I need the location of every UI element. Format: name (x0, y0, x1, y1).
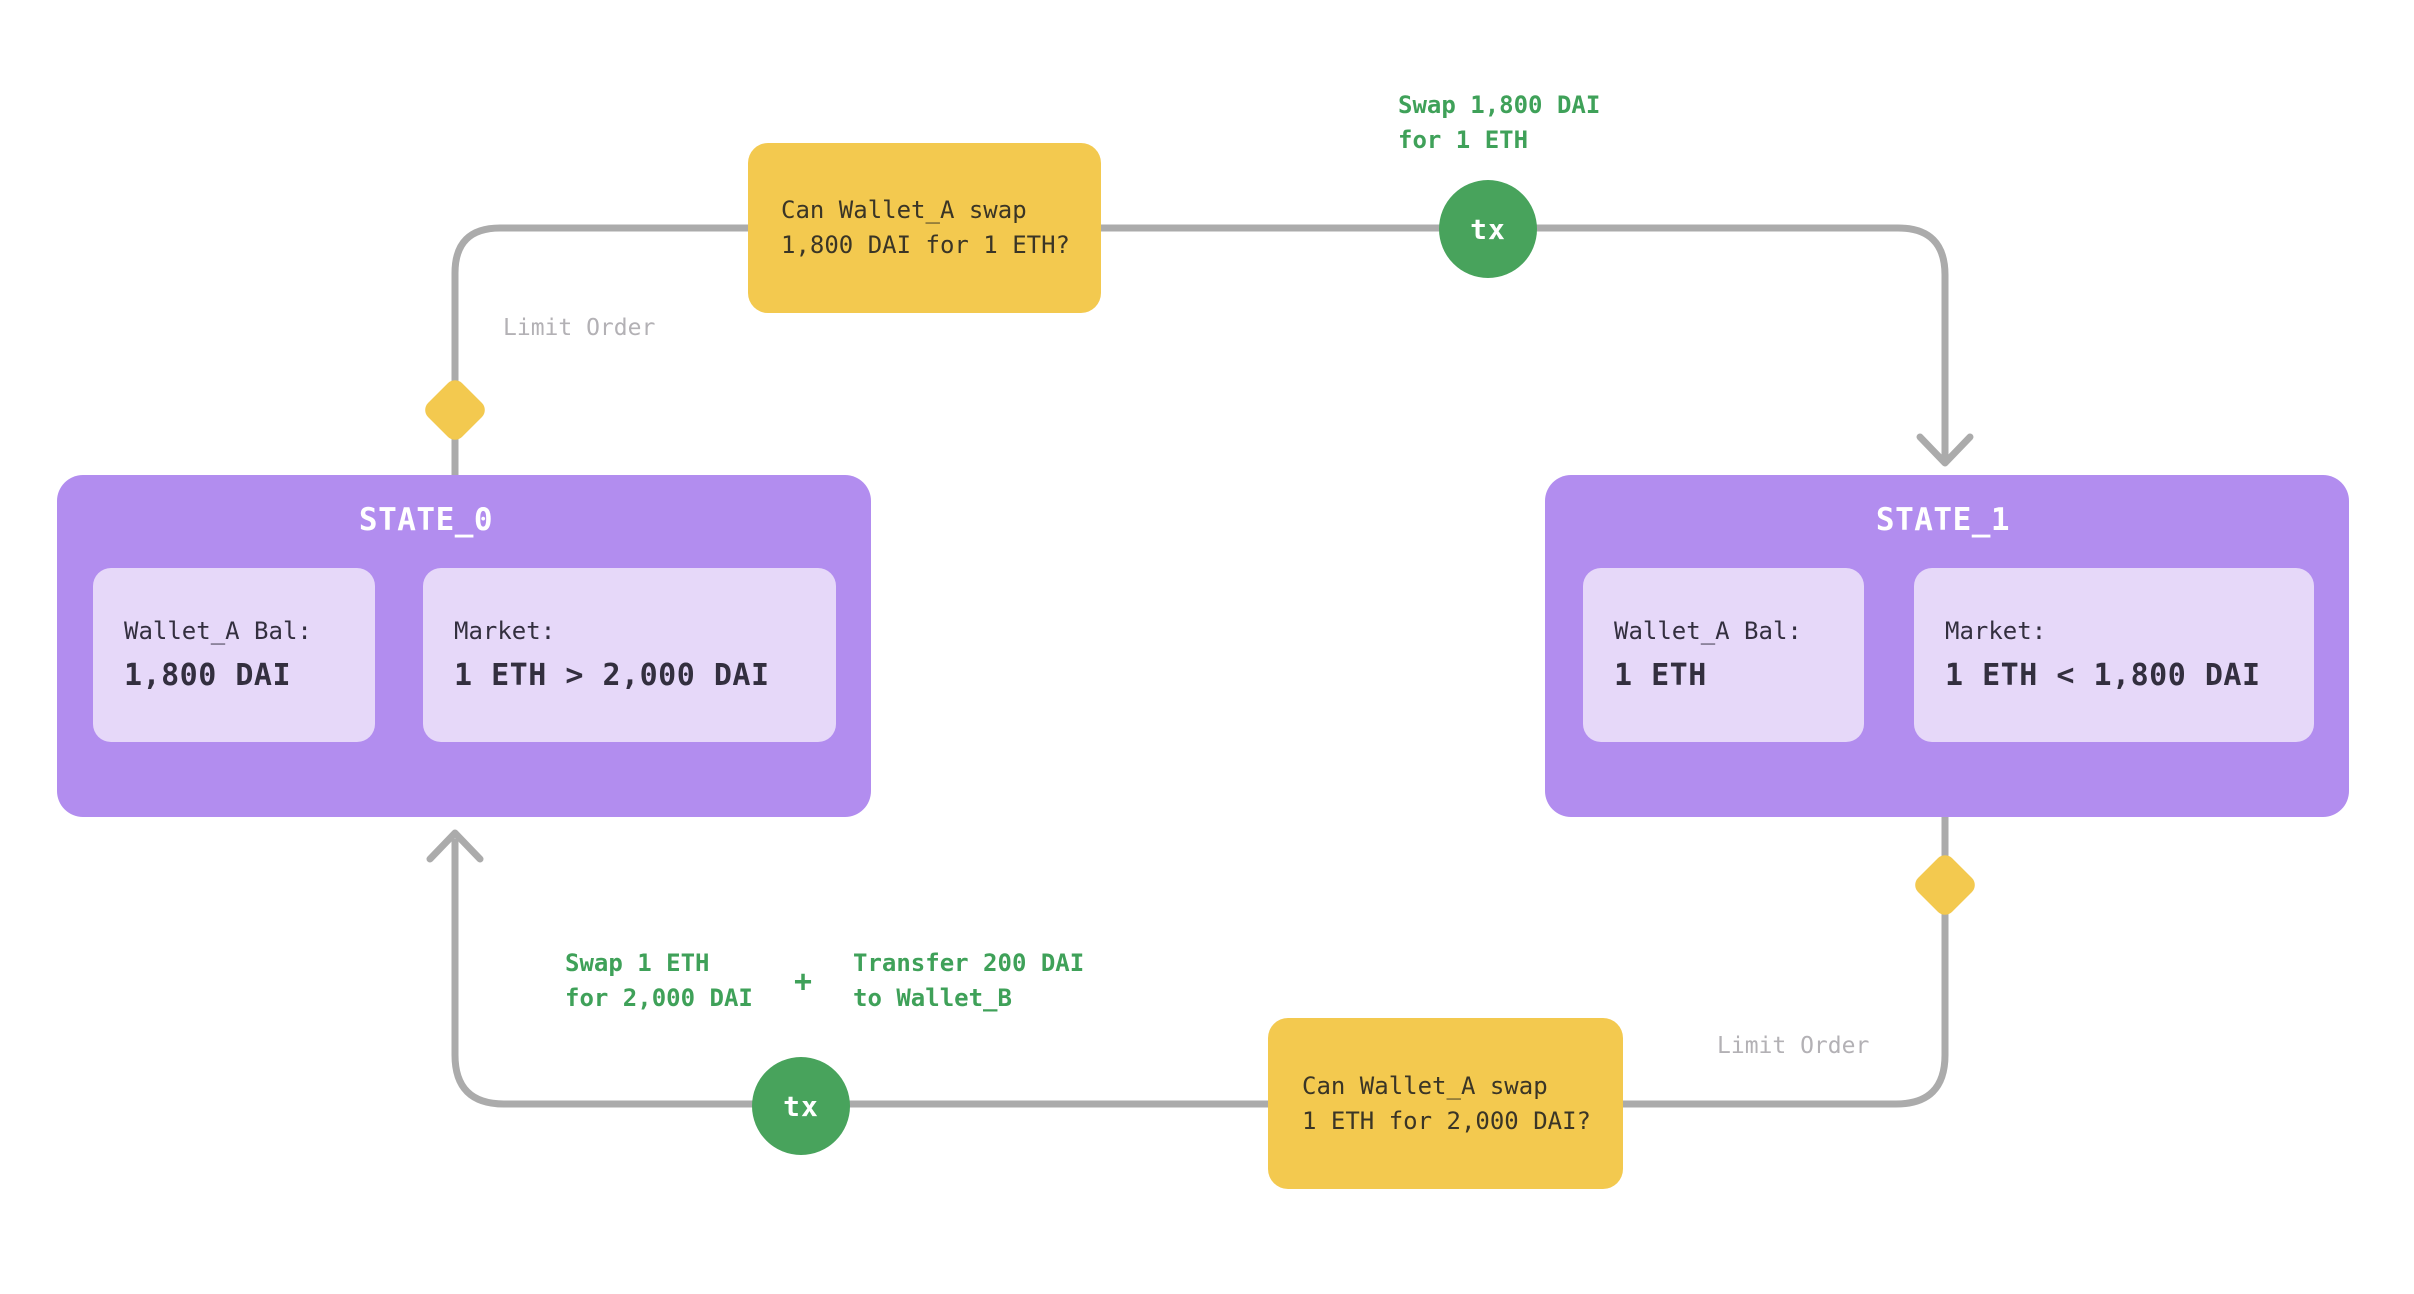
question-box-backward: Can Wallet_A swap 1 ETH for 2,000 DAI? (1268, 1018, 1623, 1189)
market-value: 1 ETH < 1,800 DAI (1945, 658, 2261, 693)
action-line2: for 2,000 DAI (565, 984, 753, 1012)
wallet-balance-label: Wallet_A Bal: (1614, 617, 1802, 645)
edge-state0-to-question-top (451, 224, 752, 479)
state0-node: STATE_0 Wallet_A Bal: 1,800 DAI Market: … (57, 475, 871, 817)
tx-badge-forward: tx (1439, 180, 1537, 278)
question-box-forward: Can Wallet_A swap 1,800 DAI for 1 ETH? (748, 143, 1101, 313)
action-line2: to Wallet_B (853, 984, 1012, 1012)
state1-node: STATE_1 Wallet_A Bal: 1 ETH Market: 1 ET… (1545, 475, 2349, 817)
market-value: 1 ETH > 2,000 DAI (454, 658, 770, 693)
question-line1: Can Wallet_A swap (781, 196, 1027, 224)
market-label: Market: (454, 617, 556, 645)
limit-order-label-backward: Limit Order (1717, 1033, 1870, 1059)
state0-wallet-balance-card: Wallet_A Bal: 1,800 DAI (93, 568, 375, 742)
edge-question-top-to-state1 (1097, 224, 1949, 462)
action-line1: Transfer 200 DAI (853, 949, 1085, 977)
arrowhead-into-state0-icon (426, 829, 484, 863)
question-line2: 1,800 DAI for 1 ETH? (781, 231, 1070, 259)
state0-market-card: Market: 1 ETH > 2,000 DAI (423, 568, 836, 742)
tx-action-forward: Swap 1,800 DAI for 1 ETH (1398, 88, 1600, 158)
limit-order-label-forward: Limit Order (503, 315, 656, 341)
state1-market-card: Market: 1 ETH < 1,800 DAI (1914, 568, 2314, 742)
action-line2: for 1 ETH (1398, 126, 1529, 154)
wallet-balance-value: 1,800 DAI (124, 658, 292, 693)
question-line2: 1 ETH for 2,000 DAI? (1302, 1106, 1591, 1135)
arrowhead-into-state1-icon (1916, 433, 1974, 467)
wallet-balance-value: 1 ETH (1614, 658, 1707, 693)
question-line1: Can Wallet_A swap (1302, 1071, 1548, 1100)
tx-badge-backward: tx (752, 1057, 850, 1155)
action-line1: Swap 1 ETH (565, 949, 710, 977)
wallet-balance-label: Wallet_A Bal: (124, 617, 312, 645)
state0-title: STATE_0 (358, 502, 494, 538)
market-label: Market: (1945, 617, 2047, 645)
edge-state1-to-question-bottom (1619, 813, 1949, 1108)
tx-action-backward-swap: Swap 1 ETH for 2,000 DAI (565, 946, 753, 1016)
tx-action-backward-transfer: Transfer 200 DAI to Wallet_B (853, 946, 1084, 1016)
action-line1: Swap 1,800 DAI (1398, 91, 1601, 119)
state1-wallet-balance-card: Wallet_A Bal: 1 ETH (1583, 568, 1864, 742)
state1-title: STATE_1 (1875, 502, 2011, 538)
edge-question-bottom-to-state0 (451, 838, 1272, 1108)
plus-joiner: + (793, 964, 813, 1000)
